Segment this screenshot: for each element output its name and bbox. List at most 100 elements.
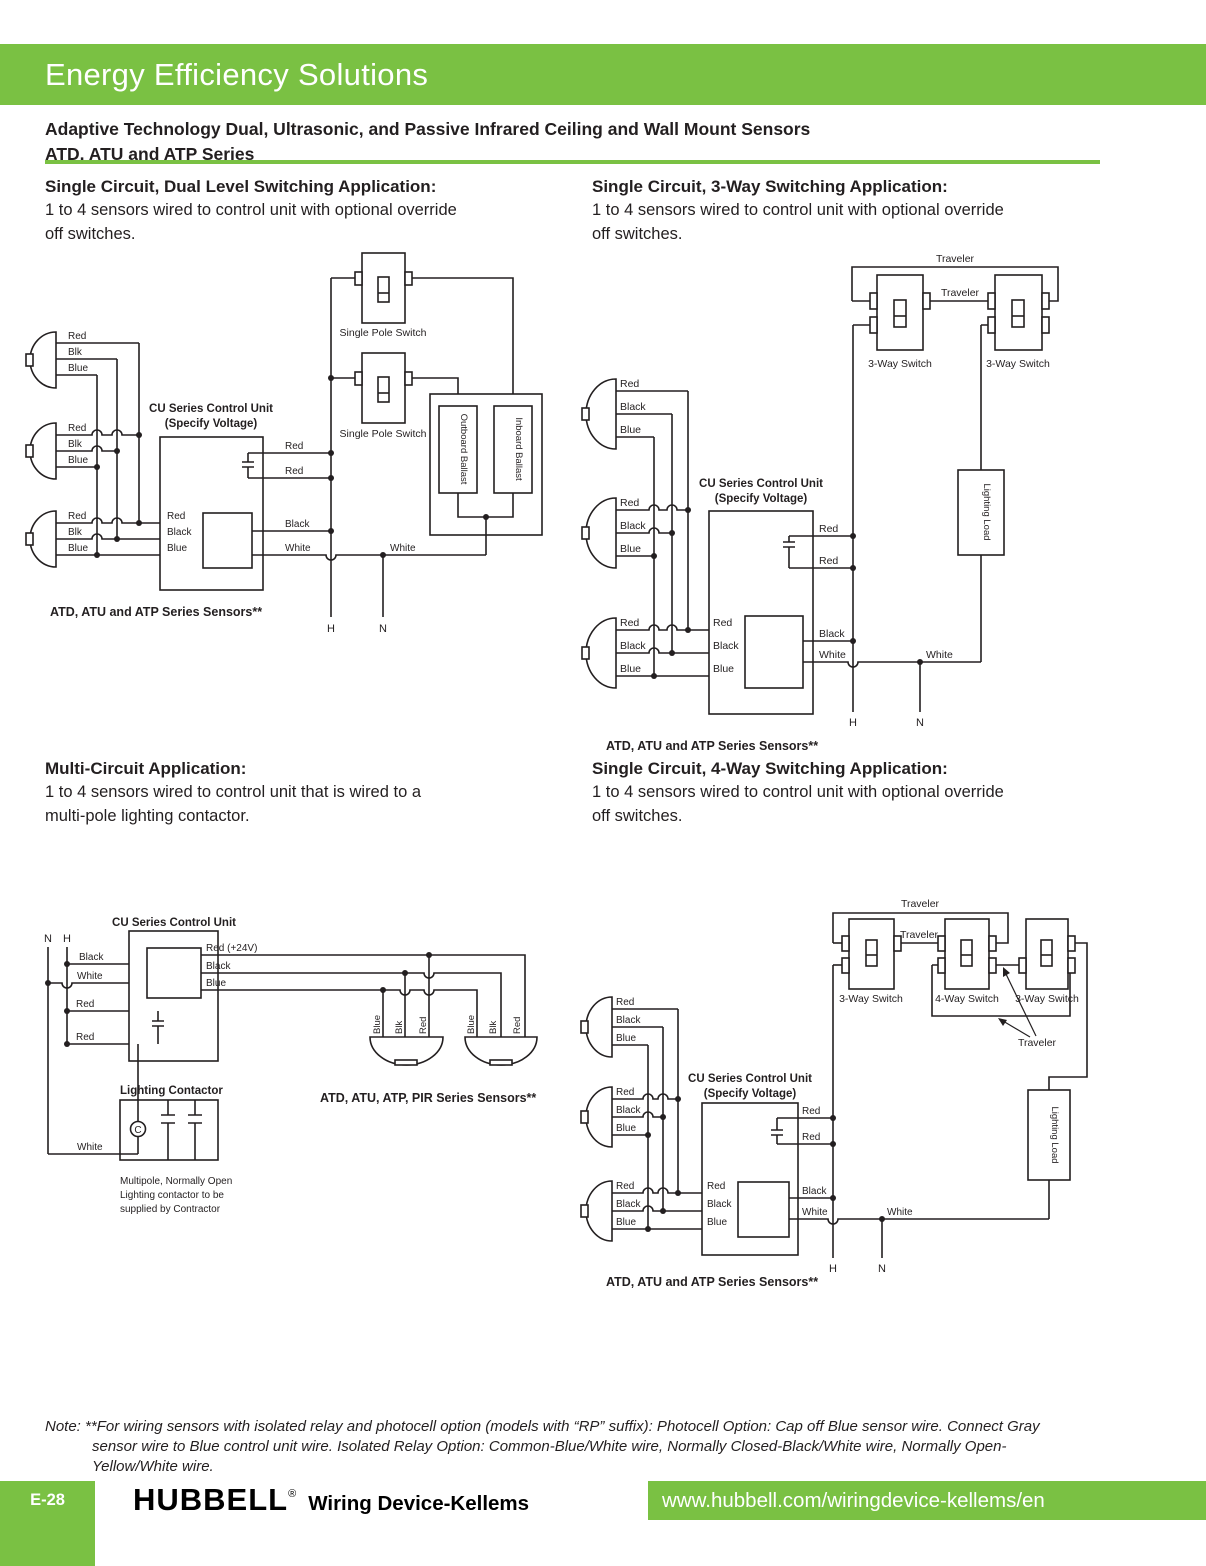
lighting-contactor-box: Lighting Contactor C White (48, 1044, 223, 1161)
control-unit-box: CU Series Control Unit (Specify Voltage)… (688, 1073, 812, 1256)
sensor-wires (612, 1008, 738, 1232)
svg-text:Multipole, Normally Open: Multipole, Normally Open (120, 1176, 232, 1187)
wall-sensor-icon (580, 996, 613, 1242)
svg-text:Red: Red (713, 617, 732, 629)
brand-suffix: Wiring Device-Kellems (308, 1492, 530, 1515)
note-label: Note: (45, 1418, 81, 1435)
svg-text:H: H (829, 1263, 837, 1275)
footer-url-bar: www.hubbell.com/wiringdevice-kellems/en (648, 1481, 1206, 1520)
svg-text:Blue: Blue (68, 455, 88, 466)
brand-logo: HUBBELL ® Wiring Device-Kellems (133, 1482, 529, 1522)
svg-text:N: N (878, 1263, 886, 1275)
three-way-switch-icon: 3-Way Switch 3-Way Switch (853, 274, 1050, 470)
section-dual-level-heading: Single Circuit, Dual Level Switching App… (45, 177, 437, 196)
svg-text:Blue: Blue (616, 1033, 636, 1044)
section-three-way-body: 1 to 4 sensors wired to control unit wit… (592, 201, 1004, 243)
lighting-load-box: Lighting Load (957, 469, 1005, 662)
sensor-wires (616, 390, 745, 679)
diagram-caption: ATD, ATU and ATP Series Sensors** (606, 739, 818, 753)
svg-text:Lighting Contactor: Lighting Contactor (120, 1085, 223, 1097)
svg-text:White: White (926, 649, 953, 661)
svg-text:White: White (77, 971, 103, 982)
svg-text:Black: Black (79, 952, 104, 963)
svg-text:Traveler: Traveler (941, 287, 980, 299)
svg-text:Black: Black (620, 640, 646, 652)
svg-text:CU Series Control Unit: CU Series Control Unit (112, 917, 236, 929)
svg-text:Black: Black (285, 519, 310, 530)
supply-lines: H N (849, 325, 924, 729)
svg-text:3-Way Switch: 3-Way Switch (986, 358, 1050, 370)
svg-text:N: N (44, 933, 52, 945)
section-four-way-heading: Single Circuit, 4-Way Switching Applicat… (592, 759, 948, 778)
svg-text:supplied by Contractor: supplied by Contractor (120, 1204, 221, 1215)
svg-text:Traveler: Traveler (901, 898, 940, 910)
svg-text:Red: Red (616, 1181, 634, 1192)
svg-text:Red: Red (76, 999, 94, 1010)
control-unit-box: CU Series Control Unit (112, 917, 236, 1062)
svg-text:Red: Red (285, 466, 303, 477)
svg-text:Black: Black (620, 520, 646, 532)
svg-text:Red: Red (76, 1032, 94, 1043)
wall-sensor-icon (581, 378, 617, 689)
svg-text:Blue: Blue (372, 1015, 383, 1034)
svg-text:Red: Red (167, 511, 185, 522)
registered-mark: ® (288, 1488, 297, 1500)
subtitle: Adaptive Technology Dual, Ultrasonic, an… (45, 117, 810, 167)
ceiling-sensor-icon (369, 1036, 538, 1066)
svg-text:N: N (379, 623, 387, 635)
ballast-box: Outboard Ballast Inboard Ballast (429, 393, 543, 555)
svg-text:Blk: Blk (488, 1021, 499, 1034)
section-three-way-heading: Single Circuit, 3-Way Switching Applicat… (592, 177, 948, 196)
svg-text:Blk: Blk (68, 347, 83, 358)
page-title: Energy Efficiency Solutions (45, 56, 429, 92)
svg-text:Blk: Blk (394, 1021, 405, 1034)
single-pole-switch-icon: Single Pole Switch Single Pole Switch (331, 252, 514, 440)
svg-text:CU Series Control Unit: CU Series Control Unit (688, 1073, 812, 1085)
svg-text:White: White (802, 1207, 828, 1218)
svg-text:Traveler: Traveler (1018, 1037, 1057, 1049)
diagram-caption: ATD, ATU and ATP Series Sensors** (606, 1275, 818, 1289)
section-dual-level-body: 1 to 4 sensors wired to control unit wit… (45, 201, 457, 243)
svg-text:White: White (819, 649, 846, 661)
capacitor-icon (242, 453, 254, 478)
footer-url[interactable]: www.hubbell.com/wiringdevice-kellems/en (662, 1488, 1045, 1512)
svg-text:Red: Red (616, 1087, 634, 1098)
svg-text:H: H (327, 623, 335, 635)
control-unit-box: CU Series Control Unit (Specify Voltage)… (699, 478, 823, 715)
svg-text:C: C (134, 1125, 141, 1136)
svg-text:Black: Black (713, 640, 739, 652)
traveler-wires: Traveler Traveler Traveler (832, 898, 1071, 1049)
control-unit-box: CU Series Control Unit (Specify Voltage)… (149, 403, 273, 591)
svg-text:Lighting Load: Lighting Load (981, 483, 992, 540)
svg-text:Red: Red (68, 511, 86, 522)
diagram-caption: ATD, ATU and ATP Series Sensors** (50, 605, 262, 619)
section-four-way-body: 1 to 4 sensors wired to control unit wit… (592, 783, 1004, 825)
svg-text:Blk: Blk (68, 439, 83, 450)
svg-text:Blk: Blk (68, 527, 83, 538)
footnote: Note: **For wiring sensors with isolated… (45, 1418, 1040, 1475)
svg-text:Black: Black (819, 628, 845, 640)
svg-text:Traveler: Traveler (936, 253, 975, 265)
lighting-load-box: Lighting Load (1027, 1089, 1071, 1219)
sensor-wires (56, 342, 203, 558)
relay-box (146, 947, 202, 999)
capacitor-icon (771, 1118, 783, 1144)
svg-text:Blue: Blue (616, 1123, 636, 1134)
relay-box (737, 1181, 790, 1238)
header-bar: Energy Efficiency Solutions (0, 44, 1206, 105)
svg-text:Red: Red (68, 423, 86, 434)
three-way-switch-icon: 3-Way Switch (833, 918, 903, 1005)
section-multi-circuit-body: 1 to 4 sensors wired to control unit tha… (45, 783, 422, 825)
diagram-multi-circuit: N H Black White Red Red CU Series Contro… (44, 917, 538, 1215)
svg-text:Blue: Blue (713, 663, 734, 675)
svg-text:Blue: Blue (707, 1217, 727, 1228)
